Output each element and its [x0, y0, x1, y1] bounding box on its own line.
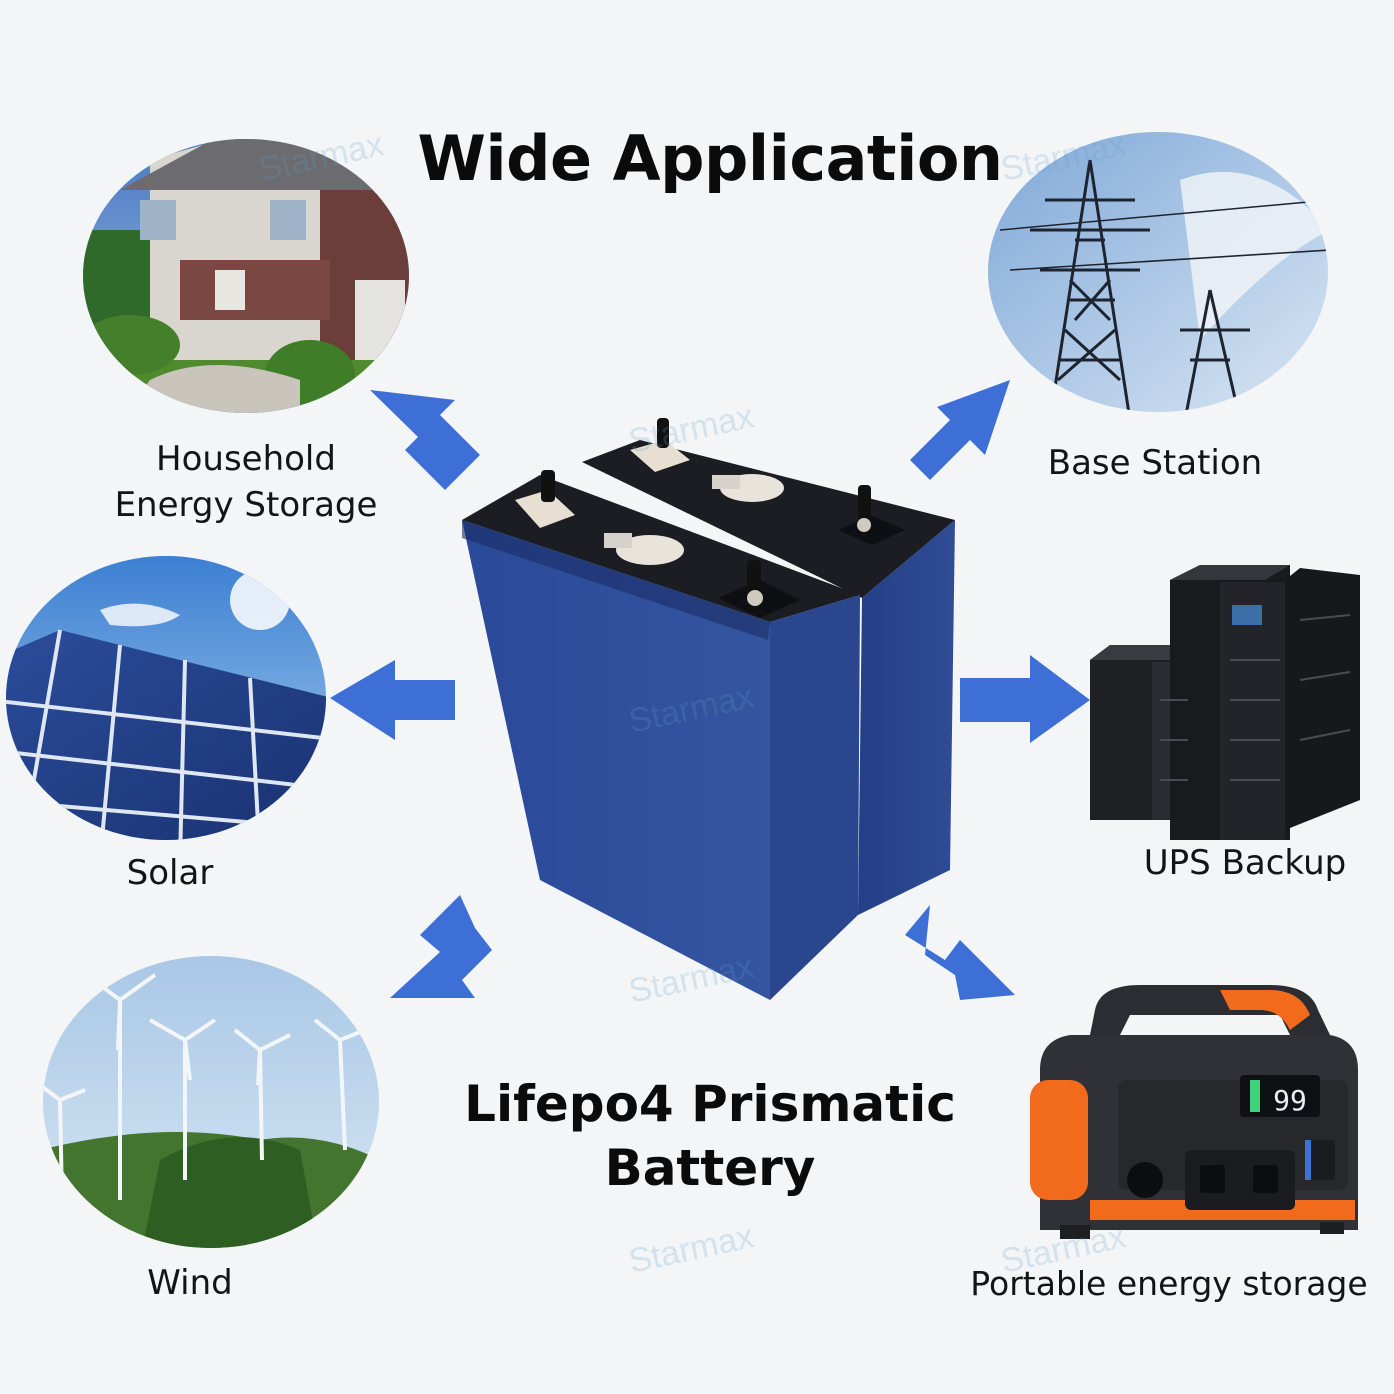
- household-image: [83, 139, 409, 413]
- label-wind: Wind: [147, 1263, 233, 1303]
- arrow-solar: [330, 660, 455, 740]
- power-display-value: 99: [1273, 1084, 1307, 1117]
- wind-image: [43, 956, 379, 1248]
- label-portable-energy-storage: Portable energy storage: [970, 1264, 1368, 1303]
- lifepo4-battery-cells: [462, 418, 955, 1000]
- page-title: Wide Application: [417, 122, 1003, 195]
- arrow-wind: [390, 895, 492, 998]
- ups-cabinets-image: [1090, 565, 1360, 840]
- terminal-positive-back: [630, 418, 690, 472]
- label-household-energy-storage: Household Energy Storage: [114, 439, 378, 525]
- product-name: Lifepo4 Prismatic Battery: [464, 1075, 956, 1197]
- portable-power-station-image: 99: [1030, 985, 1358, 1239]
- arrow-base-station: [910, 380, 1010, 480]
- terminal-positive: [515, 470, 575, 528]
- terminal-negative: [718, 560, 800, 618]
- label-solar: Solar: [126, 853, 214, 893]
- label-ups-backup: UPS Backup: [1143, 843, 1347, 883]
- terminal-negative-back: [838, 485, 905, 545]
- safety-vent: [616, 535, 684, 565]
- arrow-household: [370, 390, 480, 490]
- label-base-station: Base Station: [1047, 443, 1263, 483]
- base-station-image: [988, 132, 1328, 412]
- solar-image: [6, 556, 326, 840]
- arrow-ups: [960, 655, 1090, 743]
- arrow-portable: [905, 905, 1015, 1000]
